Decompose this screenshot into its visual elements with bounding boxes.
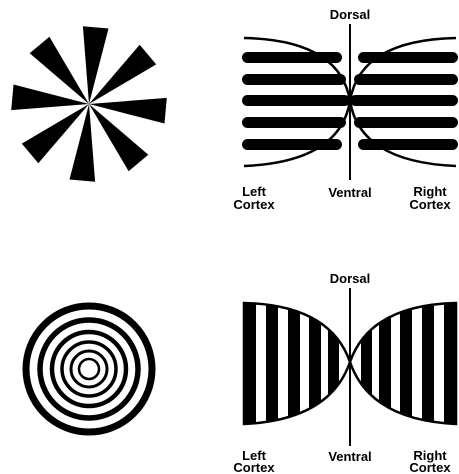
stripe <box>361 290 372 440</box>
ring <box>40 320 138 418</box>
stripe <box>242 117 346 128</box>
stripe <box>350 95 458 106</box>
right-cortex-stripes-bottom <box>361 290 456 440</box>
ventral-label-top: Ventral <box>328 185 371 200</box>
ventral-label-bottom: Ventral <box>328 449 371 464</box>
stripe <box>244 290 256 440</box>
stripe <box>354 74 458 85</box>
ring <box>26 306 152 432</box>
stripe <box>354 117 458 128</box>
right-cortex-label-top-line2: Cortex <box>409 197 451 212</box>
stripe <box>444 290 456 440</box>
left-cortex-label-top-line2: Cortex <box>233 197 275 212</box>
radial-wedge-stimulus <box>11 26 167 182</box>
right-cortex-label-bottom-line2: Cortex <box>409 460 451 474</box>
dorsal-label-top: Dorsal <box>330 7 370 22</box>
stripe <box>422 290 434 440</box>
stripe <box>242 74 346 85</box>
concentric-ring-stimulus <box>26 306 152 432</box>
stripe <box>266 290 278 440</box>
dorsal-label-bottom: Dorsal <box>330 271 370 286</box>
ring <box>79 359 99 379</box>
stripe <box>242 95 350 106</box>
stripe <box>309 290 321 440</box>
ring <box>71 351 107 387</box>
cortex-map-top: Dorsal Ventral Left Cortex Right Cortex <box>233 7 458 212</box>
stripe <box>328 290 339 440</box>
cortex-map-bottom: Dorsal Ventral Left Cortex Right Cortex <box>233 271 456 474</box>
left-cortex-stripes-bottom <box>244 290 339 440</box>
left-cortex-label-bottom-line2: Cortex <box>233 460 275 474</box>
stripe <box>379 290 391 440</box>
